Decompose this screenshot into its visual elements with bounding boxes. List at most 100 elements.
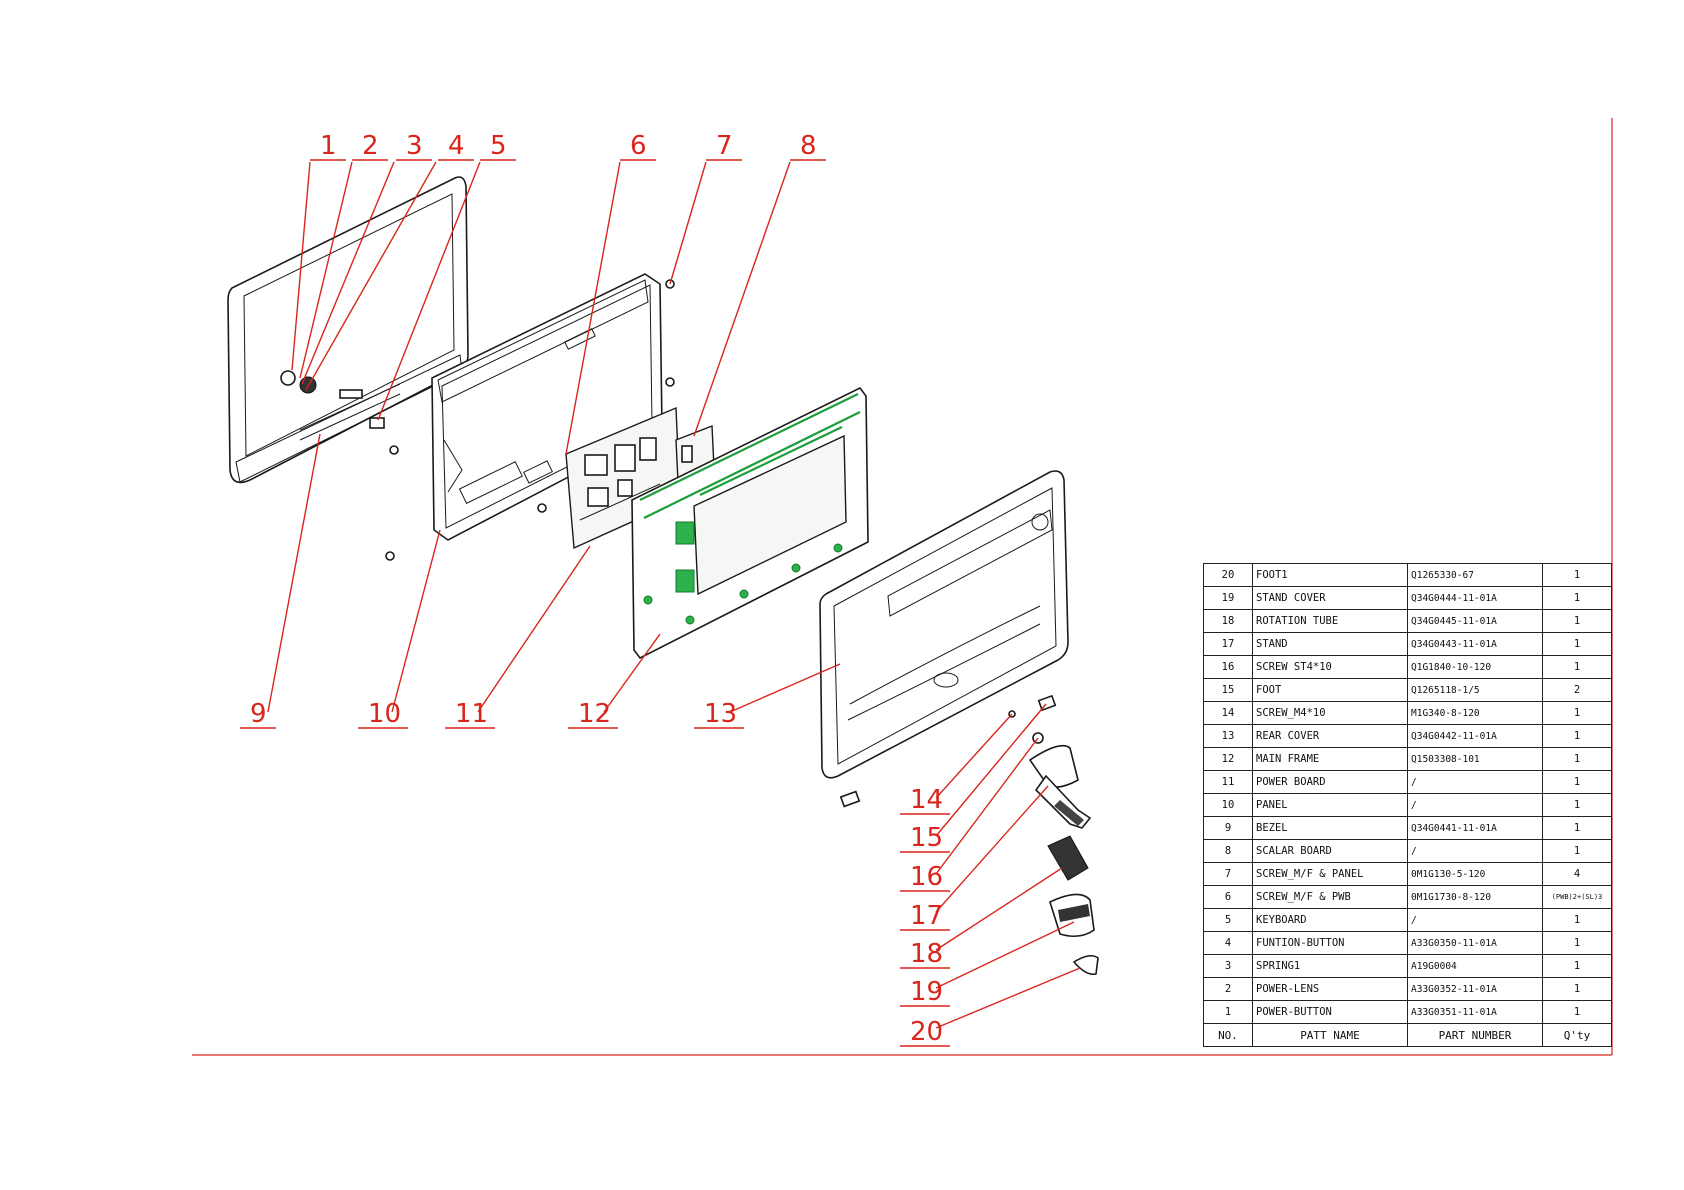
part-screws <box>385 279 1016 718</box>
leader-line-18 <box>935 867 1063 951</box>
row-number: 13 <box>1203 724 1253 748</box>
part-name: SCREW_M/F & PANEL <box>1252 862 1408 886</box>
row-number: 18 <box>1203 609 1253 633</box>
row-number: 12 <box>1203 747 1253 771</box>
callout-1: 1 <box>320 131 337 161</box>
part-name: POWER BOARD <box>1252 770 1408 794</box>
leader-line-4 <box>305 161 437 391</box>
part-name: POWER-LENS <box>1252 977 1408 1001</box>
quantity: 1 <box>1542 839 1612 863</box>
part-name: BEZEL <box>1252 816 1408 840</box>
leader-line-16 <box>935 737 1039 875</box>
leader-line-1 <box>291 161 311 371</box>
part-foot-left <box>839 790 861 808</box>
part-number: A33G0350-11-01A <box>1407 931 1543 955</box>
header-no: NO. <box>1203 1023 1253 1047</box>
part-stand <box>1028 744 1092 829</box>
leader-line-13 <box>729 663 841 713</box>
part-number: / <box>1407 793 1543 817</box>
callout-16: 16 <box>910 862 943 892</box>
callout-15: 15 <box>910 823 943 853</box>
part-main-frame <box>631 386 869 660</box>
callout-12: 12 <box>578 699 611 729</box>
leader-line-8 <box>693 161 791 437</box>
row-number: 19 <box>1203 586 1253 610</box>
header-qty: Q'ty <box>1542 1023 1612 1047</box>
callout-9: 9 <box>250 699 267 729</box>
row-number: 3 <box>1203 954 1253 978</box>
part-name: REAR COVER <box>1252 724 1408 748</box>
leader-line-14 <box>935 713 1013 799</box>
part-name: FOOT1 <box>1252 563 1408 587</box>
part-number: Q34G0441-11-01A <box>1407 816 1543 840</box>
part-number: A33G0351-11-01A <box>1407 1000 1543 1024</box>
row-number: 1 <box>1203 1000 1253 1024</box>
row-number: 14 <box>1203 701 1253 725</box>
part-number: A19G0004 <box>1407 954 1543 978</box>
part-name: SCALAR BOARD <box>1252 839 1408 863</box>
part-name: MAIN FRAME <box>1252 747 1408 771</box>
quantity: 1 <box>1542 724 1612 748</box>
row-number: 20 <box>1203 563 1253 587</box>
row-number: 11 <box>1203 770 1253 794</box>
callout-4: 4 <box>448 131 465 161</box>
row-number: 2 <box>1203 977 1253 1001</box>
part-number: Q1265118-1/5 <box>1407 678 1543 702</box>
quantity: 1 <box>1542 908 1612 932</box>
callout-5: 5 <box>490 131 507 161</box>
leader-line-9 <box>267 433 321 713</box>
part-foot1 <box>1072 954 1099 976</box>
quantity: 1 <box>1542 1000 1612 1024</box>
row-number: 9 <box>1203 816 1253 840</box>
part-number: Q34G0442-11-01A <box>1407 724 1543 748</box>
callout-18: 18 <box>910 939 943 969</box>
leader-line-19 <box>935 921 1075 989</box>
part-number: Q34G0443-11-01A <box>1407 632 1543 656</box>
part-name: STAND COVER <box>1252 586 1408 610</box>
quantity: 1 <box>1542 816 1612 840</box>
quantity: 4 <box>1542 862 1612 886</box>
callout-14: 14 <box>910 785 943 815</box>
quantity: 1 <box>1542 655 1612 679</box>
callout-3: 3 <box>406 131 423 161</box>
row-number: 10 <box>1203 793 1253 817</box>
callout-leaders <box>240 159 1081 1047</box>
header-part-number: PART NUMBER <box>1407 1023 1543 1047</box>
leader-line-5 <box>377 161 481 421</box>
callout-20: 20 <box>910 1017 943 1047</box>
part-number: / <box>1407 839 1543 863</box>
leader-line-7 <box>669 161 707 285</box>
part-number: 0M1G130-5-120 <box>1407 862 1543 886</box>
callout-17: 17 <box>910 901 943 931</box>
header-part-name: PATT NAME <box>1252 1023 1408 1047</box>
callout-19: 19 <box>910 977 943 1007</box>
quantity: 1 <box>1542 793 1612 817</box>
quantity: 1 <box>1542 563 1612 587</box>
row-number: 5 <box>1203 908 1253 932</box>
leader-line-3 <box>301 161 395 385</box>
row-number: 17 <box>1203 632 1253 656</box>
row-number: 4 <box>1203 931 1253 955</box>
part-number: M1G340-8-120 <box>1407 701 1543 725</box>
part-stand-cover <box>1049 893 1095 938</box>
quantity: 1 <box>1542 770 1612 794</box>
part-foot <box>1037 694 1057 712</box>
quantity: 1 <box>1542 586 1612 610</box>
part-name: ROTATION TUBE <box>1252 609 1408 633</box>
leader-line-6 <box>565 161 621 455</box>
leader-line-11 <box>477 545 591 713</box>
